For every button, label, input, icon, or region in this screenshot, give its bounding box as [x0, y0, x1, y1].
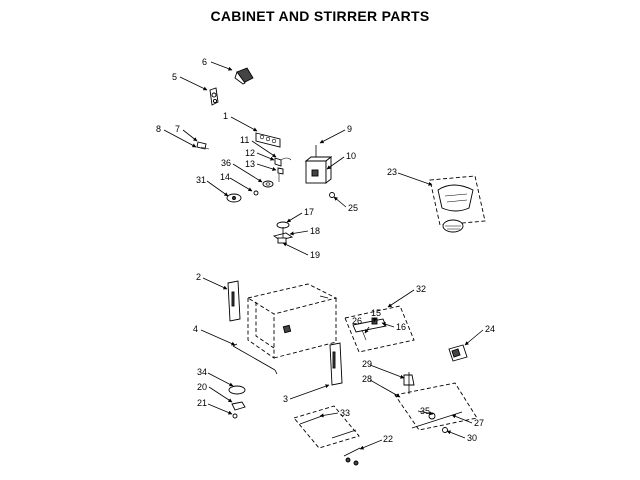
part-31-drawing	[226, 193, 242, 203]
part-22-drawing	[343, 447, 361, 466]
callout-8: 8	[156, 124, 161, 134]
part-12-13-drawing	[274, 157, 292, 182]
part-14-drawing	[253, 190, 259, 196]
part-36-drawing	[262, 180, 274, 188]
part-1-drawing	[255, 132, 281, 148]
callout-28: 28	[362, 374, 372, 384]
callout-31: 31	[196, 175, 206, 185]
callout-34: 34	[197, 367, 207, 377]
part-3-drawing	[329, 342, 343, 386]
callout-5: 5	[172, 72, 177, 82]
callout-15: 15	[371, 308, 381, 318]
part-2-drawing	[227, 280, 241, 322]
callout-17: 17	[304, 207, 314, 217]
callout-23: 23	[387, 167, 397, 177]
callout-22: 22	[383, 434, 393, 444]
callout-33: 33	[340, 408, 350, 418]
callout-30: 30	[467, 433, 477, 443]
part-23-drawing	[429, 175, 486, 233]
part-17-18-19-drawing	[272, 221, 294, 244]
callout-24: 24	[485, 324, 495, 334]
callout-4: 4	[193, 324, 198, 334]
part-20-21-34-drawing	[228, 385, 246, 419]
part-24-drawing	[448, 344, 468, 362]
callout-7: 7	[175, 124, 180, 134]
callout-26: 26	[352, 316, 362, 326]
callout-3: 3	[283, 394, 288, 404]
part-5-drawing	[209, 87, 219, 106]
callout-32: 32	[416, 284, 426, 294]
part-27-30-35-drawing	[394, 382, 478, 433]
part-25-drawing	[329, 192, 335, 198]
part-6-drawing	[234, 67, 254, 85]
callout-11: 11	[240, 135, 249, 145]
callout-13: 13	[245, 159, 255, 169]
callout-27: 27	[474, 418, 484, 428]
callout-9: 9	[347, 124, 352, 134]
callout-16: 16	[396, 322, 406, 332]
cavity-drawing	[246, 283, 338, 359]
callout-36: 36	[221, 158, 231, 168]
parts-artwork	[196, 67, 486, 466]
part-33-drawing	[293, 405, 360, 449]
part-4-drawing	[232, 343, 278, 375]
callout-6: 6	[202, 57, 207, 67]
part-9-10-drawing	[304, 145, 333, 184]
callout-21: 21	[197, 398, 207, 408]
callout-18: 18	[310, 226, 320, 236]
leader-lines	[163, 61, 484, 450]
callout-29: 29	[362, 359, 372, 369]
callout-35: 35	[420, 406, 430, 416]
callout-2: 2	[196, 272, 201, 282]
callout-10: 10	[346, 151, 356, 161]
part-7-8-drawing	[196, 141, 210, 150]
part-28-29-drawing	[403, 372, 415, 394]
callout-19: 19	[310, 250, 320, 260]
callout-labels: 6 5 1 7 8 9 11 12 10 13 36 14 31 23 25 1…	[156, 57, 495, 444]
callout-25: 25	[348, 203, 358, 213]
callout-14: 14	[220, 172, 230, 182]
diagram-title: CABINET AND STIRRER PARTS	[210, 8, 430, 24]
callout-12: 12	[245, 148, 255, 158]
callout-20: 20	[197, 382, 207, 392]
callout-1: 1	[223, 111, 228, 121]
